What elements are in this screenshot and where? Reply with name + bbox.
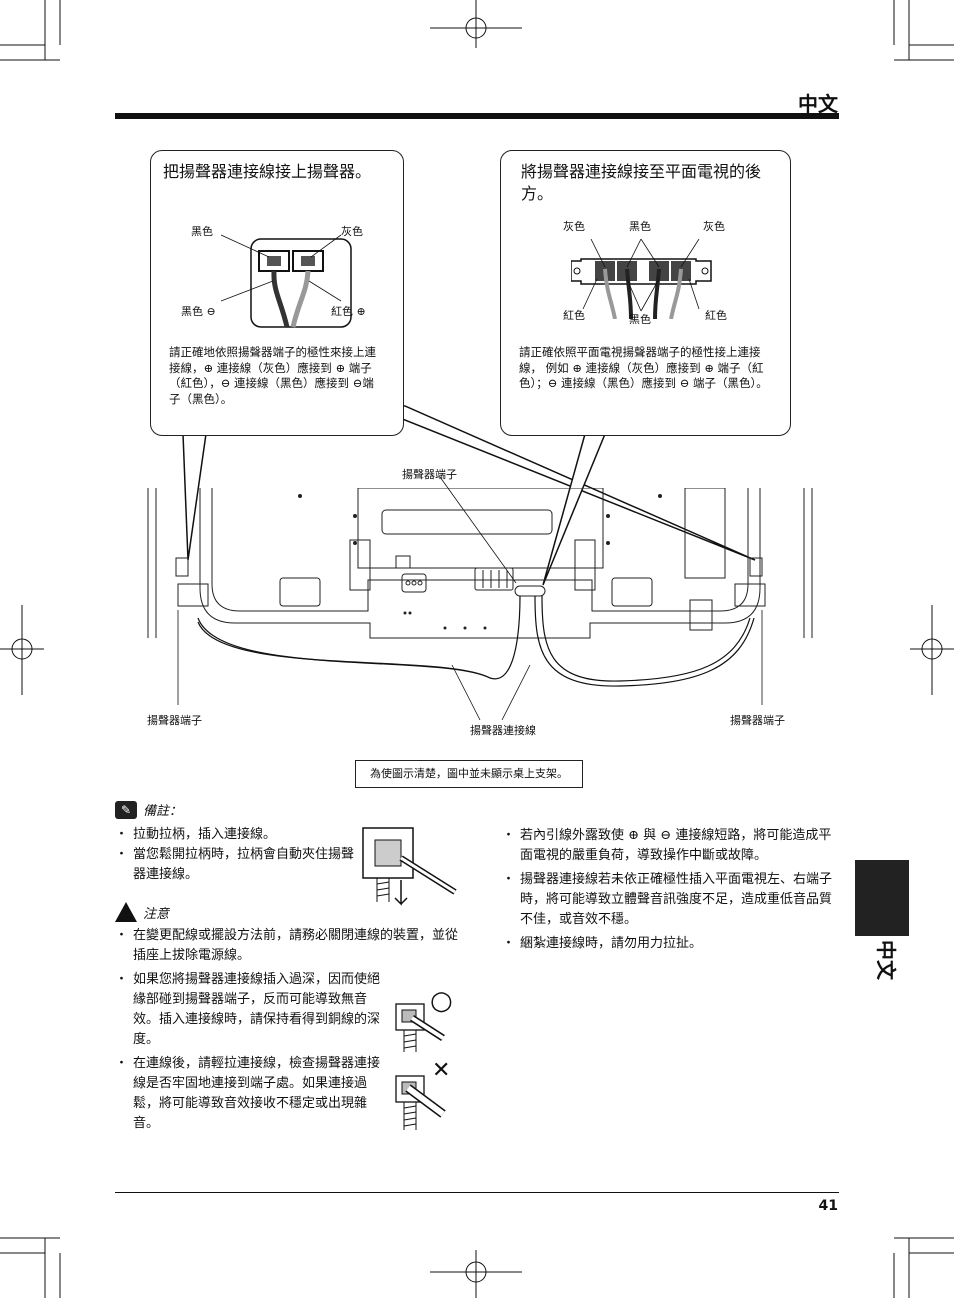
ok-mark: ○ xyxy=(430,986,453,1016)
caution-item: ・在連線後，請輕拉連接線，檢查揚聲器連接線是否牢固地連接到端子處。如果連接過鬆，… xyxy=(115,1056,381,1131)
speaker-terminal-illustration xyxy=(220,234,352,328)
label-speaker-terminal-left: 揚聲器端子 xyxy=(147,714,202,727)
tv-rear-diagram xyxy=(147,488,813,687)
header-rule xyxy=(115,113,839,119)
callout-left-instruction: 請正確地依照揚聲器端子的極性來接上連接線，⊕ 連接線（灰色）應接到 ⊕ 端子（紅… xyxy=(169,345,376,406)
caution-heading: 注意 xyxy=(143,906,170,922)
label-black-minus: 黑色 ⊖ xyxy=(181,305,216,318)
note-item: ・當您鬆開拉柄時，拉柄會自動夾住揚聲器連接線。 xyxy=(115,847,355,882)
language-label: 中文 xyxy=(798,92,838,116)
label-gray: 灰色 xyxy=(341,225,363,238)
caution-item: ・如果您將揚聲器連接線插入過深，因而使絕緣部碰到揚聲器端子，反而可能導致無音效。… xyxy=(115,972,381,1047)
label-black-bottom: 黑色 xyxy=(629,313,651,326)
label-red-left: 紅色 xyxy=(563,309,585,322)
callout-pointers xyxy=(182,405,756,586)
label-speaker-cable: 揚聲器連接線 xyxy=(470,724,536,737)
diagram-caption: 為使圖示清楚，圖中並未顯示桌上支架。 xyxy=(355,760,583,788)
callout-right-instruction: 請正確依照平面電視揚聲器端子的極性接上連接線， 例如 ⊕ 連接線（灰色）應接到 … xyxy=(519,345,768,390)
terminal-lever-illustration xyxy=(362,827,457,906)
label-black-top: 黑色 xyxy=(629,220,651,233)
right-note-item: ・揚聲器連接線若未依正確極性插入平面電視左、右端子時，將可能導致立體聲音訊強度不… xyxy=(502,872,833,927)
language-side-tab xyxy=(855,860,909,936)
diagram-label-leaders xyxy=(177,476,763,721)
page-number: 41 xyxy=(818,1198,838,1214)
label-black: 黑色 xyxy=(191,225,213,238)
callout-left: 把揚聲器連接線接上揚聲器。 黑色 灰色 黑色 ⊖ 紅色 ⊕ 請正確地依照揚聲器端… xyxy=(150,150,404,436)
correct-insertion-illustration xyxy=(395,1003,445,1052)
right-note-item: ・綑紮連接線時，請勿用力拉扯。 xyxy=(502,936,703,951)
side-tab-label: 中文 xyxy=(874,940,898,980)
notes-section: ✎ 備註： ・拉動拉柄，插入連接線。 ・當您鬆開拉柄時，拉柄會自動夾住揚聲器連接… xyxy=(115,800,385,885)
label-red-plus: 紅色 ⊕ xyxy=(331,305,366,318)
notes-heading: 備註： xyxy=(143,804,183,819)
footer-rule xyxy=(115,1192,839,1193)
note-item: ・拉動拉柄，插入連接線。 xyxy=(115,827,277,842)
callout-right-title: 將揚聲器連接線接至平面電視的後方。 xyxy=(521,162,762,203)
right-note-item: ・若內引線外露致使 ⊕ 與 ⊖ 連接線短路，將可能造成平面電視的嚴重負荷，導致操… xyxy=(502,828,832,863)
tv-terminal-illustration xyxy=(571,239,712,319)
label-gray-left: 灰色 xyxy=(563,220,585,233)
caution-section: 注意 ・在變更配線或擺設方法前，請務必關閉連線的裝置，並從插座上拔除電源線。 ・… xyxy=(115,902,460,1134)
incorrect-insertion-illustration xyxy=(395,1075,446,1130)
warning-icon xyxy=(115,902,137,922)
note-pencil-icon: ✎ xyxy=(115,800,137,819)
label-speaker-terminal-center: 揚聲器端子 xyxy=(402,468,457,481)
caution-item: ・在變更配線或擺設方法前，請務必關閉連線的裝置，並從插座上拔除電源線。 xyxy=(115,928,459,963)
label-gray-right: 灰色 xyxy=(703,220,725,233)
ng-mark: ✕ xyxy=(432,1058,451,1083)
label-red-right: 紅色 xyxy=(705,309,727,322)
label-speaker-terminal-right: 揚聲器端子 xyxy=(730,714,785,727)
right-column-notes: ・若內引線外露致使 ⊕ 與 ⊖ 連接線短路，將可能造成平面電視的嚴重負荷，導致操… xyxy=(502,826,840,954)
callout-left-title: 把揚聲器連接線接上揚聲器。 xyxy=(163,162,372,181)
callout-right: 將揚聲器連接線接至平面電視的後方。 灰色 黑色 灰色 紅色 黑色 紅色 請正確依… xyxy=(500,150,791,436)
